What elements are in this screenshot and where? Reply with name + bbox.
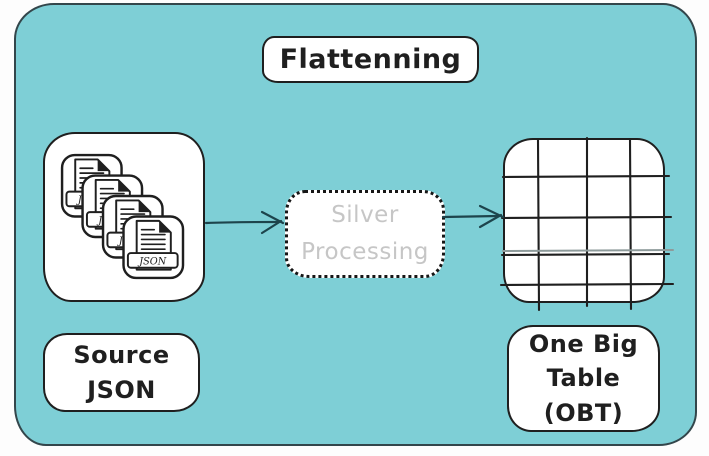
json-files-stack-icon: JSON JSON JSON bbox=[60, 153, 185, 280]
output-label-node: One Big Table (OBT) bbox=[507, 325, 660, 432]
output-label-line3: (OBT) bbox=[543, 398, 624, 427]
source-files-node: JSON JSON JSON bbox=[43, 132, 205, 302]
source-label-line2: JSON bbox=[87, 375, 156, 404]
processing-label-line2: Processing bbox=[301, 239, 429, 265]
output-label-line1: One Big bbox=[528, 330, 639, 359]
processing-node: Silver Processing bbox=[285, 190, 445, 278]
json-file-icon: JSON bbox=[122, 215, 185, 280]
output-label-line2: Table bbox=[546, 364, 621, 393]
json-badge-label: JSON bbox=[137, 256, 167, 267]
title-box: Flattenning bbox=[262, 36, 479, 83]
source-label-node: Source JSON bbox=[43, 333, 200, 412]
source-label-line1: Source bbox=[73, 340, 170, 369]
obt-table-node bbox=[503, 138, 665, 303]
processing-label-line1: Silver bbox=[331, 202, 399, 229]
page-title: Flattenning bbox=[279, 44, 462, 75]
